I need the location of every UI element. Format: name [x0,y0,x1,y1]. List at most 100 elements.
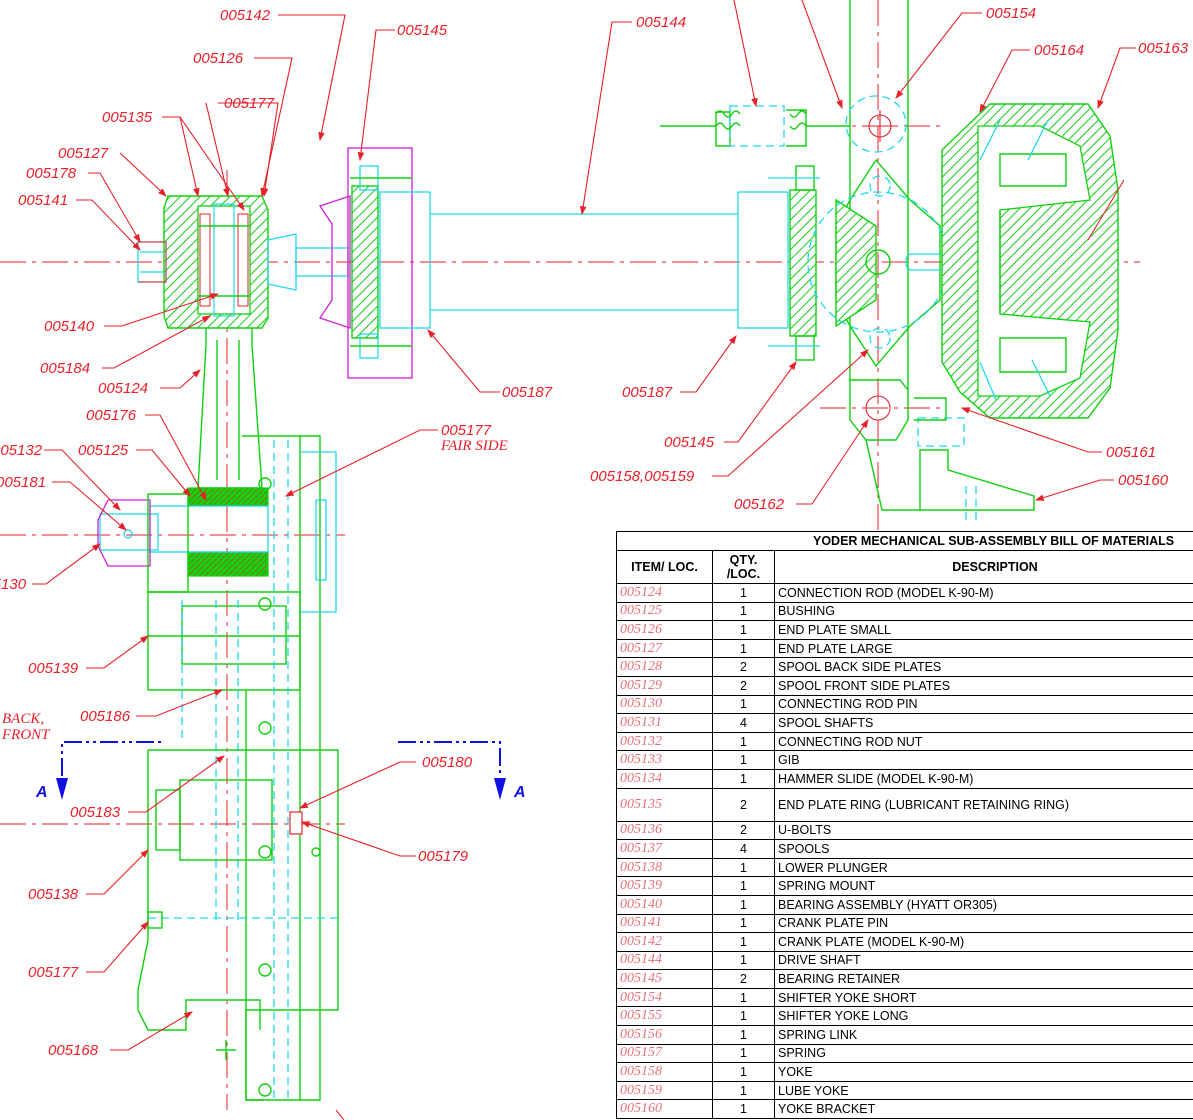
callout-005144: 005144 [636,14,686,31]
bom-item-cell: 005141 [616,913,713,934]
bom-desc-cell: CRANK PLATE (MODEL K-90-M) [774,932,1193,952]
bom-item-cell: 005156 [616,1025,713,1045]
bom-title: YODER MECHANICAL SUB-ASSEMBLY BILL OF MA… [616,531,1193,551]
bom-item-cell: 005142 [616,932,713,952]
callout-005154: 005154 [986,5,1036,22]
callout-005161: 005161 [1106,444,1156,461]
bom-desc-cell: END PLATE RING (LUBRICANT RETAINING RING… [774,787,1193,822]
bom-desc-cell: CRANK PLATE PIN [774,913,1193,934]
bom-qty-cell: 2 [712,657,775,677]
bom-title-row: YODER MECHANICAL SUB-ASSEMBLY BILL OF MA… [616,531,1193,551]
callout-005145-low: 005145 [664,434,715,451]
bom-qty-cell: 2 [712,787,775,822]
bom-qty-cell: 1 [712,1080,775,1101]
bom-qty-cell: 4 [712,839,775,859]
back-front-label-2: FRONT [1,727,51,743]
callout-005135: 005135 [102,109,153,126]
bom-item-cell: 005139 [616,876,713,896]
bom-desc-cell: SPOOL SHAFTS [774,713,1193,733]
bom-item-cell: 005130 [616,694,713,715]
bom-item-cell: 005158 [616,1062,713,1082]
bom-desc-cell: SPOOL BACK SIDE PLATES [774,657,1193,677]
bom-qty-cell: 1 [712,601,775,622]
bom-desc-cell: SPOOL FRONT SIDE PLATES [774,675,1193,696]
callout-005178: 005178 [26,165,77,182]
col-qty-header: QTY. /LOC. [712,550,775,584]
bom-item-cell: 005131 [616,713,713,733]
yoke-assembly [660,0,1119,520]
col-desc-header: DESCRIPTION [774,550,1193,584]
callout-005138: 005138 [28,886,79,903]
leader-lines [32,0,1136,1120]
bom-desc-cell: BUSHING [774,601,1193,622]
bom-qty-cell: 1 [712,583,775,603]
bom-desc-cell: LOWER PLUNGER [774,857,1193,878]
callout-005158-005159: 005158,005159 [590,468,695,485]
bom-qty-cell: 1 [712,1025,775,1045]
bom-qty-cell: 1 [712,768,775,789]
bom-table: YODER MECHANICAL SUB-ASSEMBLY BILL OF MA… [616,531,1193,1120]
callout-005176: 005176 [86,407,137,424]
bom-item-cell: 005137 [616,839,713,859]
bom-item-cell: 005134 [616,768,713,789]
bom-qty-cell: 1 [712,1099,775,1120]
bill-of-materials: YODER MECHANICAL SUB-ASSEMBLY BILL OF MA… [616,531,1193,1120]
callout-005141: 005141 [18,192,68,209]
bom-desc-cell: DRIVE SHAFT [774,950,1193,971]
callout-005125: 005125 [78,442,129,459]
bom-desc-cell: END PLATE LARGE [774,638,1193,659]
callout-005177-fair: 005177 [441,422,492,439]
callout-005184: 005184 [40,360,90,377]
bom-desc-cell: HAMMER SLIDE (MODEL K-90-M) [774,768,1193,789]
bom-qty-cell: 1 [712,694,775,715]
bom-item-cell: 005124 [616,583,713,603]
callout-005132: 005132 [0,442,43,459]
bom-desc-cell: BEARING RETAINER [774,969,1193,989]
callout-005179: 005179 [418,848,469,865]
bom-desc-cell: CONNECTING ROD PIN [774,694,1193,715]
bom-desc-cell: END PLATE SMALL [774,620,1193,640]
callout-005164: 005164 [1034,42,1084,59]
callout-005126: 005126 [193,50,244,67]
bom-desc-cell: U-BOLTS [774,820,1193,841]
bom-desc-cell: SHIFTER YOKE SHORT [774,987,1193,1008]
bom-item-cell: 005140 [616,894,713,915]
callout-005180: 005180 [422,754,473,771]
bom-desc-cell: CONNECTING ROD NUT [774,731,1193,752]
bom-desc-cell: GIB [774,750,1193,770]
callout-005181: 005181 [0,474,46,491]
bom-qty-cell: 1 [712,1006,775,1027]
callout-005187-right: 005187 [622,384,673,401]
section-a-right: A [513,784,526,801]
crank-assembly [97,195,349,1101]
bom-qty-cell: 2 [712,675,775,696]
bom-qty-cell: 1 [712,876,775,896]
bom-item-cell: 005128 [616,657,713,677]
callout-005177-top: 005177 [224,95,275,112]
section-a-left: A [35,784,48,801]
callout-005124: 005124 [98,380,148,397]
bom-item-cell: 005138 [616,857,713,878]
callout-005145-top: 005145 [397,22,448,39]
col-item-header: ITEM/ LOC. [616,550,713,584]
